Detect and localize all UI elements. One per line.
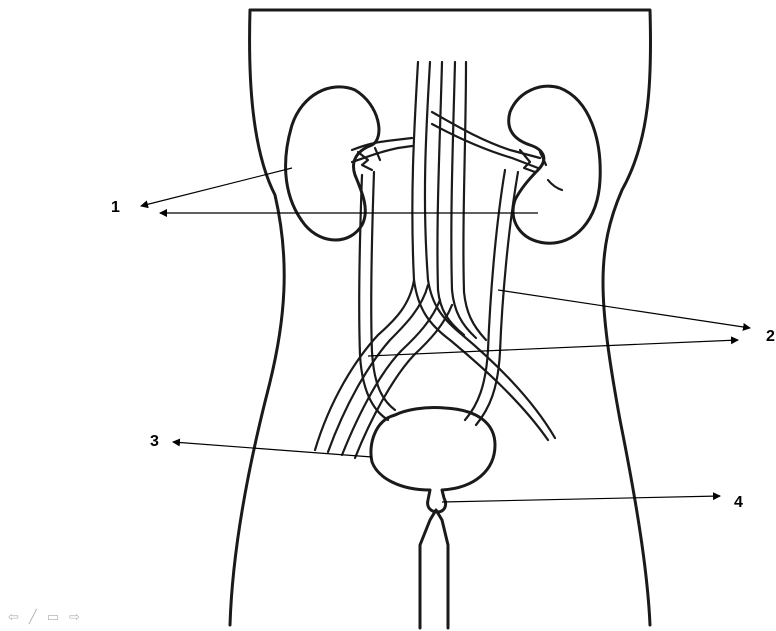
torso-outline: [250, 10, 651, 625]
leader-2a: [498, 290, 750, 328]
pen-icon[interactable]: ╱: [29, 610, 37, 625]
leader-1a: [141, 168, 292, 206]
arrow-left-icon[interactable]: ⇦: [8, 610, 19, 625]
leader-4: [442, 496, 720, 502]
great-vessels: [315, 62, 555, 458]
left-kidney: [286, 87, 412, 420]
slide-navigation: ⇦ ╱ ▭ ⇨: [8, 610, 80, 625]
torso-outline-left: [230, 10, 284, 625]
leg-gap: [420, 510, 448, 628]
arrow-right-icon[interactable]: ⇨: [69, 610, 80, 625]
slide-menu-icon[interactable]: ▭: [47, 610, 59, 625]
leader-3: [173, 442, 372, 457]
right-kidney: [432, 86, 600, 425]
label-2: 2: [766, 328, 775, 345]
label-1: 1: [111, 199, 120, 216]
label-4: 4: [734, 494, 743, 511]
label-3: 3: [150, 433, 159, 450]
leader-2b: [368, 340, 738, 356]
